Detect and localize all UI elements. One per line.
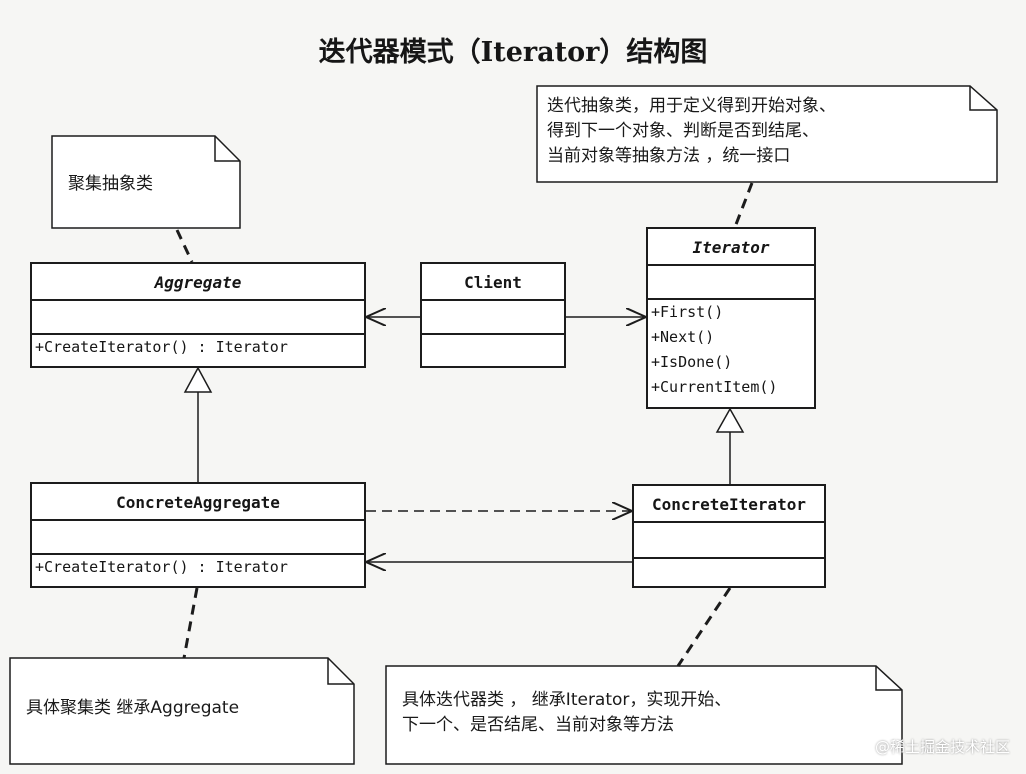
operations-compartment: +CreateIterator() : Iterator bbox=[32, 335, 364, 360]
note-line: 得到下一个对象、判断是否到结尾、 bbox=[547, 121, 819, 141]
note-iterator-shape bbox=[536, 85, 998, 183]
attributes-compartment bbox=[32, 521, 364, 555]
note-concrete-aggregate-text: 具体聚集类 继承Aggregate bbox=[26, 696, 239, 721]
class-name: ConcreteIterator bbox=[634, 486, 824, 523]
note-aggregate-shape bbox=[51, 135, 241, 229]
note-line: 具体聚集类 继承Aggregate bbox=[26, 698, 240, 718]
attributes-compartment bbox=[648, 266, 814, 300]
operations-compartment: +First() +Next() +IsDone() +CurrentItem(… bbox=[648, 300, 814, 400]
note-concrete-iterator-anchor bbox=[676, 587, 732, 667]
note-aggregate-text: 聚集抽象类 bbox=[68, 172, 153, 197]
class-name: Client bbox=[422, 264, 564, 301]
note-concrete-iterator-text: 具体迭代器类 ， 继承Iterator，实现开始、 下一个、是否结尾、当前对象等… bbox=[402, 688, 731, 738]
note-concrete-iterator-shape bbox=[385, 665, 903, 765]
note-iterator-text: 迭代抽象类，用于定义得到开始对象、 得到下一个对象、判断是否到结尾、 当前对象等… bbox=[547, 94, 836, 169]
note-line: 迭代抽象类，用于定义得到开始对象、 bbox=[547, 96, 836, 116]
attributes-compartment bbox=[422, 301, 564, 335]
note-line: 当前对象等抽象方法 ，统一接口 bbox=[547, 146, 791, 166]
class-name: ConcreteAggregate bbox=[32, 484, 364, 521]
attributes-compartment bbox=[32, 301, 364, 335]
attributes-compartment bbox=[634, 523, 824, 559]
class-concrete-iterator: ConcreteIterator bbox=[632, 484, 826, 588]
diagram-title: 迭代器模式（Iterator）结构图 bbox=[318, 37, 708, 68]
note-aggregate-anchor bbox=[175, 229, 194, 263]
class-name: Iterator bbox=[648, 229, 814, 266]
watermark: @稀土掘金技术社区 bbox=[874, 738, 1010, 756]
note-iterator-anchor bbox=[733, 182, 754, 228]
note-concrete-aggregate-anchor bbox=[182, 587, 199, 659]
class-iterator: Iterator +First() +Next() +IsDone() +Cur… bbox=[646, 227, 816, 409]
note-concrete-aggregate-shape bbox=[9, 657, 355, 765]
operation: +CurrentItem() bbox=[651, 378, 778, 396]
note-line: 下一个、是否结尾、当前对象等方法 bbox=[402, 715, 674, 735]
note-line: 具体迭代器类 ， 继承Iterator，实现开始、 bbox=[402, 690, 732, 710]
concrete-iterator-generalization-triangle bbox=[715, 407, 745, 433]
class-name: Aggregate bbox=[32, 264, 364, 301]
operation: +CreateIterator() : Iterator bbox=[35, 338, 288, 356]
operation: +CreateIterator() : Iterator bbox=[35, 558, 288, 576]
operations-compartment: +CreateIterator() : Iterator bbox=[32, 555, 364, 580]
operation: +First() bbox=[651, 303, 724, 321]
operation: +Next() bbox=[651, 328, 715, 346]
class-concrete-aggregate: ConcreteAggregate +CreateIterator() : It… bbox=[30, 482, 366, 588]
concrete-aggregate-generalization-triangle bbox=[183, 366, 213, 393]
class-client: Client bbox=[420, 262, 566, 368]
operation: +IsDone() bbox=[651, 353, 733, 371]
note-line: 聚集抽象类 bbox=[68, 174, 153, 194]
class-aggregate: Aggregate +CreateIterator() : Iterator bbox=[30, 262, 366, 368]
